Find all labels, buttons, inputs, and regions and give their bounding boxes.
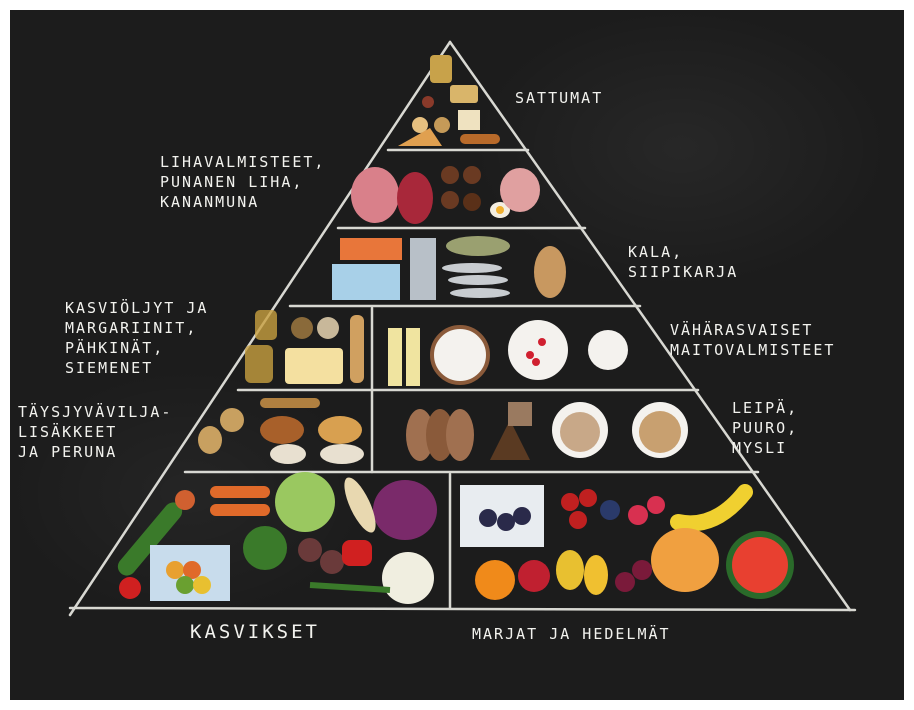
label-marjat-ja-hedelmat: MARJAT JA HEDELMÄT (472, 625, 671, 643)
grain-food-icon (198, 398, 364, 464)
fish-food-icon (332, 236, 566, 300)
label-kasvikset: KASVIKSET (190, 621, 320, 643)
pyramid-base-line (68, 606, 857, 612)
snack-food-icon (398, 55, 500, 146)
pyramid-right-edge (448, 40, 852, 612)
label-lihavalmisteet: LIHAVALMISTEET, PUNANEN LIHA, KANANMUNA (160, 153, 326, 211)
chalkboard: SATTUMAT LIHAVALMISTEET, PUNANEN LIHA, K… (10, 10, 904, 700)
label-taysjyvavilja: TÄYSJYVÄVILJA- LISÄKKEET JA PERUNA (18, 403, 173, 461)
label-kasvioljyt: KASVIÖLJYT JA MARGARIINIT, PÄHKINÄT, SIE… (65, 299, 209, 377)
nuts-oil-food-icon (245, 310, 364, 384)
vegetable-food-icon (117, 472, 437, 604)
label-kala-siipikarja: KALA, SIIPIKARJA (628, 243, 739, 281)
bread-food-icon (406, 402, 688, 461)
meat-food-icon (351, 166, 540, 224)
label-maitovalmisteet: VÄHÄRASVAISET MAITOVALMISTEET (670, 321, 836, 359)
label-leipa-puuro-mysli: LEIPÄ, PUURO, MYSLI (732, 399, 799, 457)
fruit-food-icon (460, 484, 794, 600)
label-sattumat: SATTUMAT (515, 89, 604, 107)
dairy-food-icon (388, 320, 628, 386)
food-pyramid (68, 40, 857, 617)
